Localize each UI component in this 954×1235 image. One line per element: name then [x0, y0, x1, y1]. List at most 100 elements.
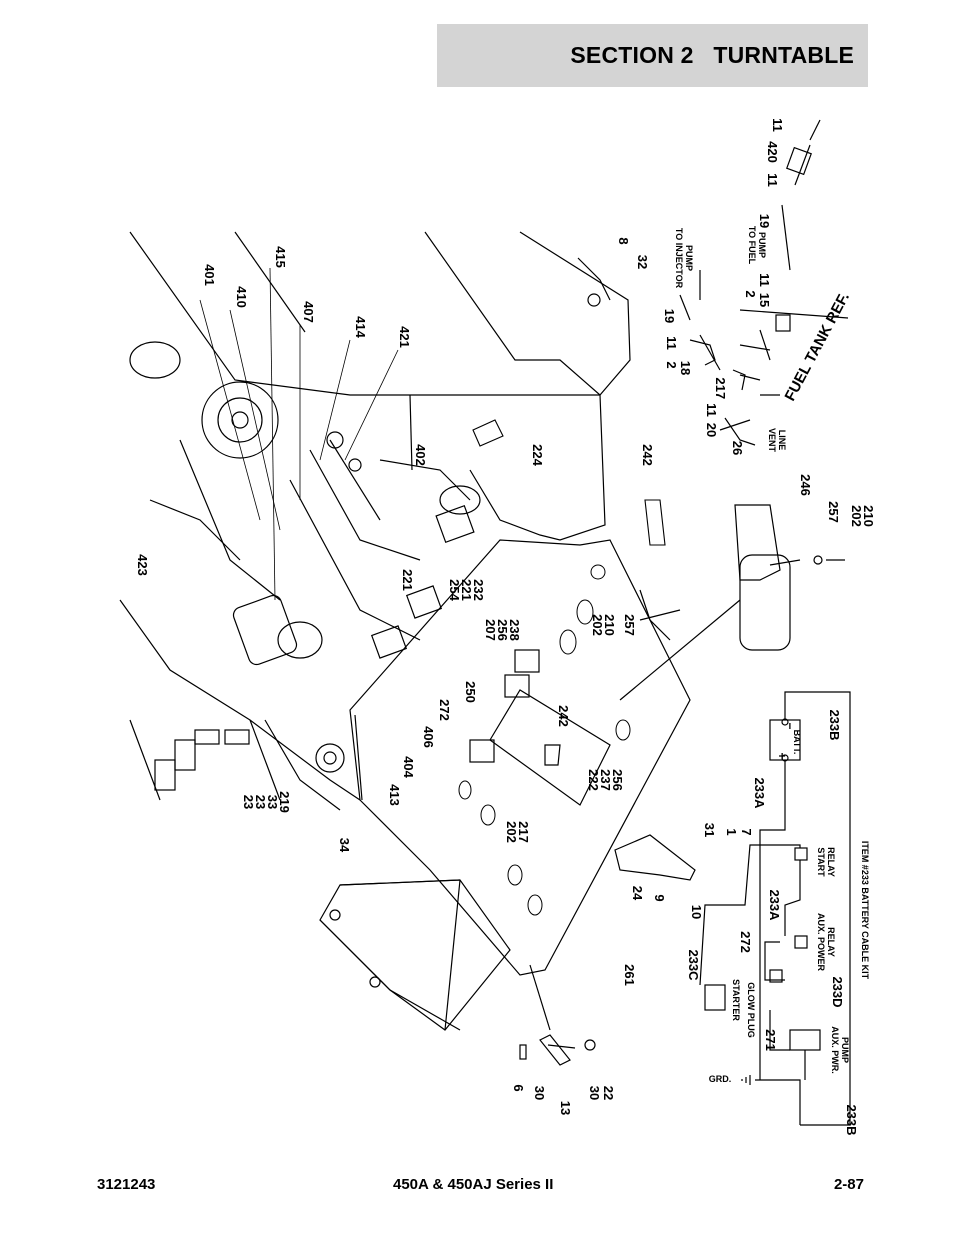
callout-number: 242 — [640, 444, 655, 466]
callout-number: 407 — [301, 301, 316, 323]
callout-number: 11 — [770, 118, 785, 132]
diagram-label: AUX. POWER — [816, 913, 826, 972]
callout-number: 237 — [598, 769, 613, 791]
callout-number: 219 — [277, 791, 292, 813]
callout-number: 23 — [241, 795, 256, 809]
diagram-label: AUX. PWR. — [830, 1026, 840, 1074]
callout-number: 17 — [713, 385, 728, 399]
callout-number: 13 — [558, 1101, 573, 1115]
callout-number: 1 — [724, 828, 739, 835]
callout-number: 32 — [635, 255, 650, 269]
callout-number: 256 — [495, 619, 510, 641]
callout-number: 33 — [265, 795, 280, 809]
callout-number: 221 — [459, 579, 474, 601]
battery-plus-sign: + — [775, 752, 789, 759]
callout-number: 250 — [463, 681, 478, 703]
callout-number: 233A — [752, 777, 767, 809]
callout-number: 30 — [532, 1086, 547, 1100]
diagram-label: RELAY — [826, 847, 836, 877]
callout-number: 261 — [622, 964, 637, 986]
callout-number: 410 — [234, 286, 249, 308]
callout-number: 202 — [590, 614, 605, 636]
diagram-label: TO FUEL — [747, 226, 757, 265]
doc-number: 3121243 — [97, 1176, 156, 1193]
callout-number: 414 — [353, 316, 368, 338]
callout-number: 272 — [437, 699, 452, 721]
callout-number: 15 — [757, 293, 772, 307]
callout-number: 233B — [827, 709, 842, 740]
callout-number: 271 — [763, 1029, 778, 1051]
page-number: 2-87 — [833, 1176, 864, 1193]
callout-number: 254 — [447, 579, 462, 601]
callout-number: 404 — [401, 756, 416, 778]
callout-number: 34 — [337, 838, 352, 853]
callout-number: 23 — [253, 795, 268, 809]
callout-number: 11 — [664, 336, 679, 350]
callout-number: 217 — [516, 821, 531, 843]
callout-number: 24 — [630, 886, 645, 901]
callout-number: 2 — [713, 377, 728, 384]
callout-number: 257 — [622, 614, 637, 636]
section-header: SECTION 2 TURNTABLE — [437, 24, 868, 87]
callout-number: 8 — [616, 237, 631, 244]
callout-number: 256 — [610, 769, 625, 791]
callout-number: 31 — [702, 823, 717, 837]
section-title: SECTION 2 TURNTABLE — [570, 42, 854, 68]
callout-number: 406 — [421, 726, 436, 748]
callout-number: 233A — [767, 889, 782, 921]
callout-number: 242 — [556, 705, 571, 727]
diagram-label: PUMP — [840, 1037, 850, 1063]
callout-number: 20 — [704, 423, 719, 437]
callout-number: 423 — [135, 554, 150, 576]
callout-number: 420 — [765, 141, 780, 163]
callout-number: 11 — [765, 173, 780, 187]
callout-number: 222 — [586, 769, 601, 791]
callout-number: 413 — [387, 784, 402, 806]
callout-number: 30 — [587, 1086, 602, 1100]
diagram-label: VENT — [767, 428, 777, 453]
callout-number: 7 — [739, 828, 754, 835]
callout-number: 402 — [413, 444, 428, 466]
drawing-lines — [119, 119, 851, 1126]
callout-number: 210 — [602, 614, 617, 636]
callout-number: 233C — [686, 949, 701, 981]
callout-number: 224 — [530, 444, 545, 466]
diagram-label: PUMP — [684, 245, 694, 271]
callout-number: 246 — [798, 474, 813, 496]
diagram-label: GRD. — [709, 1074, 732, 1084]
callout-number: 19 — [662, 309, 677, 323]
diagram-label: ITEM #233 BATTERY CABLE KIT — [860, 841, 870, 980]
callout-number: 18 — [678, 361, 693, 375]
callout-number: 401 — [202, 264, 217, 286]
callout-number: 2 — [743, 290, 758, 297]
callout-number: 233D — [830, 976, 845, 1007]
callout-number: 26 — [730, 441, 745, 455]
model-name: 450A & 450AJ Series II — [393, 1176, 554, 1193]
callout-number: 238 — [507, 619, 522, 641]
callout-number: 11 — [704, 403, 719, 417]
callout-number: 2 — [664, 361, 679, 368]
diagram-label: RELAY — [826, 927, 836, 957]
diagram-label: GLOW PLUG — [746, 982, 756, 1038]
diagram-label: BATT. — [792, 730, 802, 755]
callout-number: 257 — [826, 501, 841, 523]
diagram-label: PUMP — [757, 232, 767, 258]
callout-number: 210 — [861, 505, 876, 527]
callout-number: 9 — [652, 894, 667, 901]
callout-number: 221 — [400, 569, 415, 591]
callout-number: 415 — [273, 246, 288, 268]
callout-number: 207 — [483, 619, 498, 641]
callout-number: 22 — [601, 1086, 616, 1100]
callout-number: 10 — [689, 905, 704, 919]
callout-number: 421 — [397, 326, 412, 348]
diagram-label: STARTER — [731, 979, 741, 1021]
callout-number: 202 — [504, 821, 519, 843]
diagram-label: LINE — [777, 430, 787, 451]
callout-number: 272 — [738, 931, 753, 953]
callout-number: 232 — [471, 579, 486, 601]
battery-minus-sign: − — [783, 722, 797, 729]
callout-number: 19 — [757, 214, 772, 228]
